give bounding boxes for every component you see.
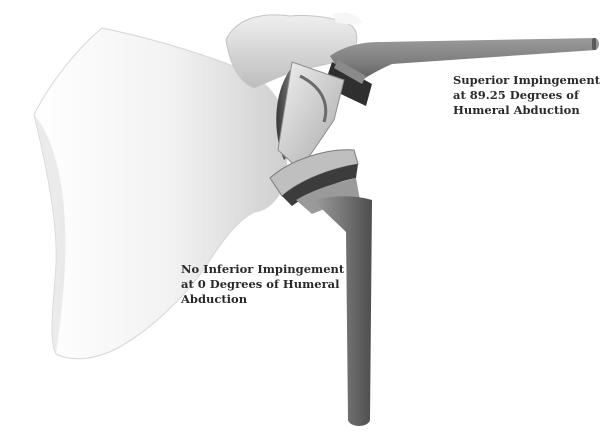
inferior-annotation-line-2: at 0 Degrees of Humeral <box>181 277 344 292</box>
superior-impingement-annotation: Superior Impingement at 89.25 Degrees of… <box>453 73 600 118</box>
inferior-annotation-line-3: Abduction <box>181 292 344 307</box>
superior-annotation-line-1: Superior Impingement <box>453 73 600 88</box>
humeral-stem-neutral <box>314 196 372 426</box>
humeral-stem-tip <box>592 38 596 50</box>
superior-annotation-line-3: Humeral Abduction <box>453 103 600 118</box>
inferior-impingement-annotation: No Inferior Impingement at 0 Degrees of … <box>181 262 344 307</box>
superior-annotation-line-2: at 89.25 Degrees of <box>453 88 600 103</box>
inferior-annotation-line-1: No Inferior Impingement <box>181 262 344 277</box>
